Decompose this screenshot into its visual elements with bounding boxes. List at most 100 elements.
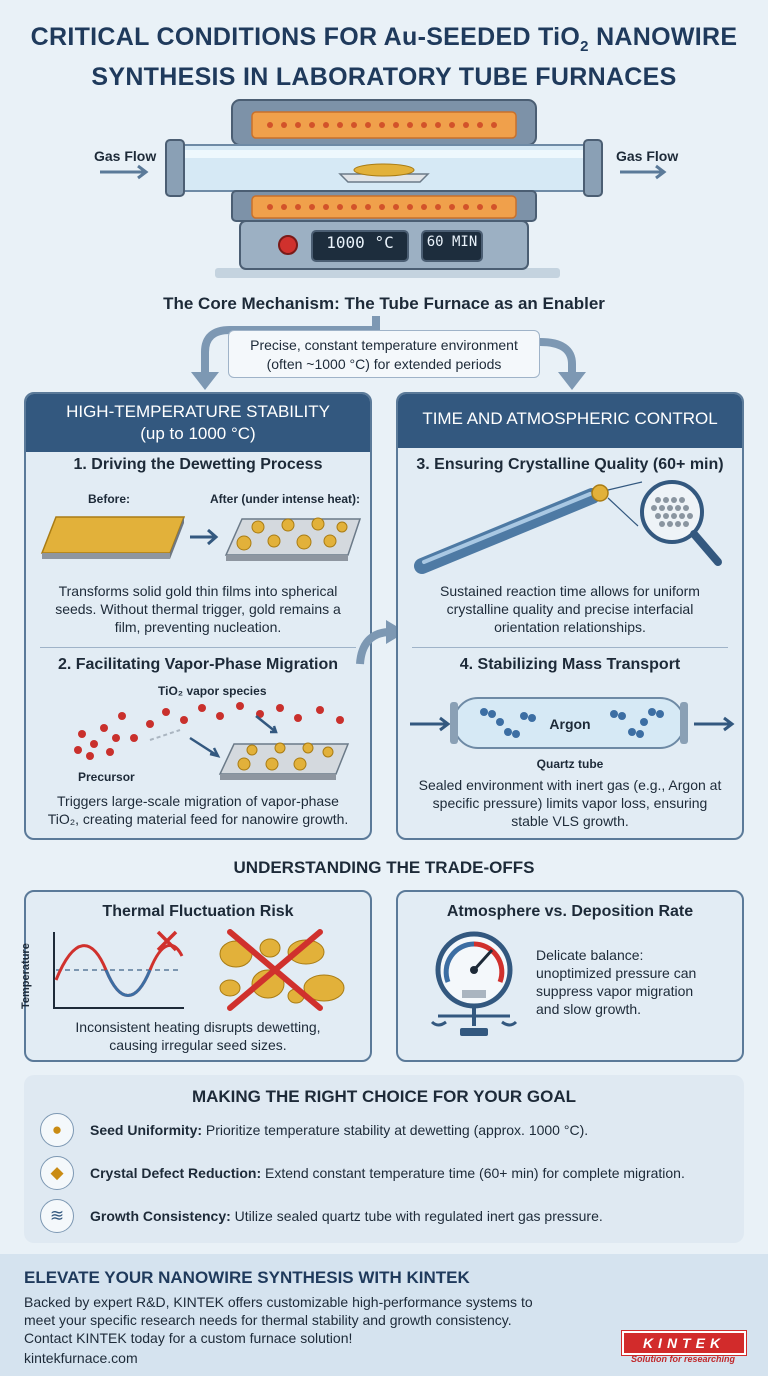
thermal-risk-card	[24, 890, 372, 1062]
dewetting-line3: film, preventing nucleation.	[114, 619, 282, 635]
mass-transport-description: Sealed environment with inert gas (e.g.,…	[402, 776, 738, 830]
seed-uniformity-text: Prioritize temperature stability at dewe…	[202, 1122, 589, 1138]
vapor-particles	[74, 702, 344, 760]
time-atmosphere-panel: TIME AND ATMOSPHERIC CONTROL	[396, 392, 744, 840]
timer-readout: 60 MIN	[426, 234, 478, 250]
core-description-box: Precise, constant temperature environmen…	[228, 330, 540, 378]
after-label: After (under intense heat):	[210, 492, 361, 506]
dewetting-line2: seeds. Without thermal trigger, gold rem…	[55, 601, 341, 617]
timer-display	[421, 230, 483, 262]
left-divider	[40, 647, 356, 648]
furnace-base-shadow	[215, 268, 560, 278]
vapor-migration-title: 2. Facilitating Vapor-Phase Migration	[57, 656, 339, 673]
upper-heater-coils	[267, 122, 497, 128]
vapor-species-label: TiO₂ vapor species	[158, 684, 267, 698]
footer-heading: ELEVATE YOUR NANOWIRE SYNTHESIS WITH KIN…	[24, 1268, 470, 1287]
pressure-gauge-illustration	[430, 931, 518, 1036]
footer	[0, 1254, 768, 1376]
thermal-risk-title: Thermal Fluctuation Risk	[102, 903, 294, 920]
footer-url-link[interactable]: kintekfurnace.com	[24, 1350, 138, 1366]
dewetting-title: 1. Driving the Dewetting Process	[73, 456, 323, 473]
argon-out-arrow	[694, 716, 735, 732]
tube-flange-left	[165, 139, 185, 197]
vapor-line2: TiO₂, creating material feed for nanowir…	[47, 811, 349, 827]
atmosphere-line4: and slow growth.	[536, 1001, 642, 1017]
gas-in-arrow	[100, 164, 149, 180]
argon-in-arrow	[410, 716, 451, 732]
time-atmosphere-header: TIME AND ATMOSPHERIC CONTROL	[398, 394, 742, 448]
precursor-label: Precursor	[78, 770, 135, 784]
choice-row-growth-consistency: ≋ Growth Consistency: Utilize sealed qua…	[40, 1199, 740, 1235]
atmosphere-title: Atmosphere vs. Deposition Rate	[446, 903, 694, 920]
title-line1-prefix: CRITICAL CONDITIONS FOR Au-SEEDED TiO	[30, 23, 581, 51]
crystal-lattice	[651, 497, 693, 527]
mass-transport-title: 4. Stabilizing Mass Transport	[459, 656, 681, 673]
argon-tube-illustration	[410, 697, 735, 749]
seed-uniformity-label: Seed Uniformity:	[90, 1122, 203, 1138]
gold-film	[40, 516, 186, 554]
dewetting-line1: Transforms solid gold thin films into sp…	[58, 583, 338, 599]
argon-label: Argon	[549, 716, 591, 732]
tube-flange-right	[583, 139, 603, 197]
argon-molecules	[480, 708, 664, 738]
temperature-axes	[53, 932, 184, 1009]
transport-line2: specific pressure) limits vapor loss, en…	[432, 795, 708, 811]
footer-text: Backed by expert R&D, KINTEK offers cust…	[24, 1293, 584, 1347]
power-button	[278, 235, 298, 255]
irregular-seeds-x-icon	[227, 929, 323, 1011]
migration-arrow	[189, 736, 221, 758]
seed-cluster-icon: ●	[40, 1113, 74, 1147]
vapor-line1: Triggers large-scale migration of vapor-…	[57, 793, 339, 809]
choice-heading: MAKING THE RIGHT CHOICE FOR YOUR GOAL	[191, 1087, 577, 1106]
crystalline-line1: Sustained reaction time allows for unifo…	[440, 583, 700, 599]
footer-line2: meet your specific research needs for th…	[24, 1312, 512, 1328]
fluctuation-x-icon	[156, 930, 178, 952]
core-mechanism-heading: The Core Mechanism: The Tube Furnace as …	[163, 294, 605, 313]
magnifier-lens	[640, 480, 704, 544]
atmosphere-description: Delicate balance: unoptimized pressure c…	[536, 946, 736, 1018]
transport-line3: stable VLS growth.	[511, 813, 629, 829]
choice-row-seed-uniformity: ● Seed Uniformity: Prioritize temperatur…	[40, 1113, 740, 1149]
atmosphere-line1: Delicate balance:	[536, 947, 644, 963]
before-label: Before:	[88, 492, 131, 506]
irregular-seeds	[219, 938, 345, 1004]
vapor-migration-description: Triggers large-scale migration of vapor-…	[30, 792, 366, 828]
choice-row-crystal-defect: ◆ Crystal Defect Reduction: Extend const…	[40, 1156, 740, 1192]
balance-pans	[430, 1020, 518, 1027]
gold-seeds	[236, 517, 348, 551]
tradeoffs-heading: UNDERSTANDING THE TRADE-OFFS	[233, 858, 535, 877]
vapor-migration-illustration	[74, 702, 350, 780]
temperature-stability-header: HIGH-TEMPERATURE STABILITY (up to 1000 °…	[26, 394, 370, 452]
thermal-fluctuation-illustration	[53, 929, 345, 1011]
quartz-tube-label: Quartz tube	[536, 757, 604, 771]
kintek-logo: KINTEK	[621, 1330, 747, 1356]
thermal-line2: causing irregular seed sizes.	[109, 1037, 287, 1053]
crystal-defect-label: Crystal Defect Reduction:	[90, 1165, 262, 1181]
nanowire	[414, 488, 600, 574]
growth-consistency-label: Growth Consistency:	[90, 1208, 231, 1224]
footer-line3: Contact KINTEK today for a custom furnac…	[24, 1330, 353, 1346]
gold-sample	[353, 163, 415, 177]
gas-out-arrow	[620, 164, 667, 180]
title-subscript: 2	[580, 38, 589, 55]
transport-line1: Sealed environment with inert gas (e.g.,…	[418, 777, 722, 793]
core-line2: (often ~1000 °C) for extended periods	[266, 356, 502, 372]
kintek-tagline: Solution for researching	[630, 1354, 735, 1364]
crystalline-line3: orientation relationships.	[494, 619, 646, 635]
temperature-display	[311, 230, 409, 262]
dewetting-arrow	[190, 528, 219, 546]
dewetting-illustration	[40, 516, 362, 561]
atmosphere-line2: unoptimized pressure can	[536, 965, 697, 981]
footer-line1: Backed by expert R&D, KINTEK offers cust…	[24, 1294, 533, 1310]
gas-flow-label-left: Gas Flow	[94, 148, 157, 164]
gas-flow-label-right: Gas Flow	[616, 148, 679, 164]
crystalline-description: Sustained reaction time allows for unifo…	[402, 582, 738, 636]
crystal-icon: ◆	[40, 1156, 74, 1190]
temperature-axis-label: Temperature	[20, 943, 32, 1009]
seeds-migration	[237, 742, 334, 771]
magnifier-handle	[690, 530, 722, 566]
thermal-line1: Inconsistent heating disrupts dewetting,	[75, 1019, 321, 1035]
dewetting-description: Transforms solid gold thin films into sp…	[30, 582, 366, 636]
crystalline-line2: crystalline quality and precise interfac…	[446, 601, 694, 617]
core-line1: Precise, constant temperature environmen…	[250, 337, 518, 353]
